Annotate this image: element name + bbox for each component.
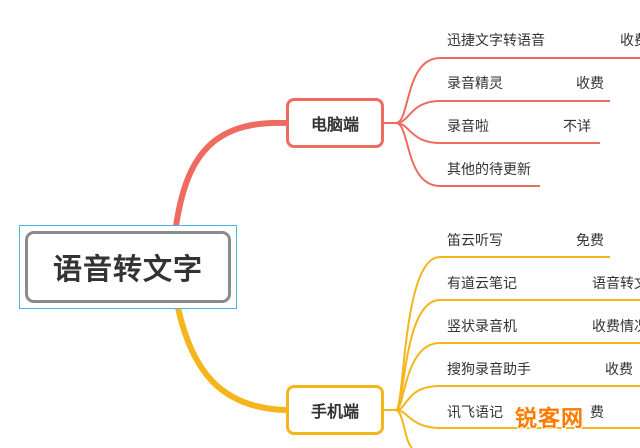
root-node-frame: 语音转文字 <box>19 225 237 309</box>
leaf-pc-1[interactable]: 迅捷文字转语音 <box>447 33 545 49</box>
leaf-pc-1-note: 收费 <box>620 33 640 49</box>
leaf-pc-3[interactable]: 录音啦 <box>447 119 489 135</box>
leaf-pc-2-note: 收费 <box>576 76 604 92</box>
watermark-logo: 锐客网 <box>515 407 585 432</box>
leaf-pc-3-note: 不详 <box>563 119 591 135</box>
leaf-mobile-4[interactable]: 搜狗录音助手 <box>447 362 531 378</box>
root-node[interactable]: 语音转文字 <box>25 231 231 303</box>
leaf-mobile-3-note: 收费情况 <box>592 319 640 335</box>
leaf-mobile-3[interactable]: 竖状录音机 <box>447 319 517 335</box>
leaf-mobile-2-note: 语音转文 <box>592 276 640 292</box>
leaf-mobile-1[interactable]: 笛云听写 <box>447 233 503 249</box>
leaf-pc-2[interactable]: 录音精灵 <box>447 76 503 92</box>
leaf-mobile-5[interactable]: 讯飞语记 <box>447 405 503 421</box>
leaf-mobile-1-note: 免费 <box>576 233 604 249</box>
leaf-mobile-4-note: 收费 <box>605 362 633 378</box>
leaf-mobile-2[interactable]: 有道云笔记 <box>447 276 517 292</box>
mobile-leaf-connectors <box>384 256 640 448</box>
branch-mobile[interactable]: 手机端 <box>286 385 384 435</box>
leaf-pc-4[interactable]: 其他的待更新 <box>447 162 531 178</box>
connector-root-mobile <box>175 305 289 413</box>
pc-leaf-connectors <box>384 57 640 187</box>
branch-pc[interactable]: 电脑端 <box>286 98 384 148</box>
leaf-mobile-5-note: 费 <box>590 405 604 421</box>
connector-root-pc <box>173 119 289 229</box>
